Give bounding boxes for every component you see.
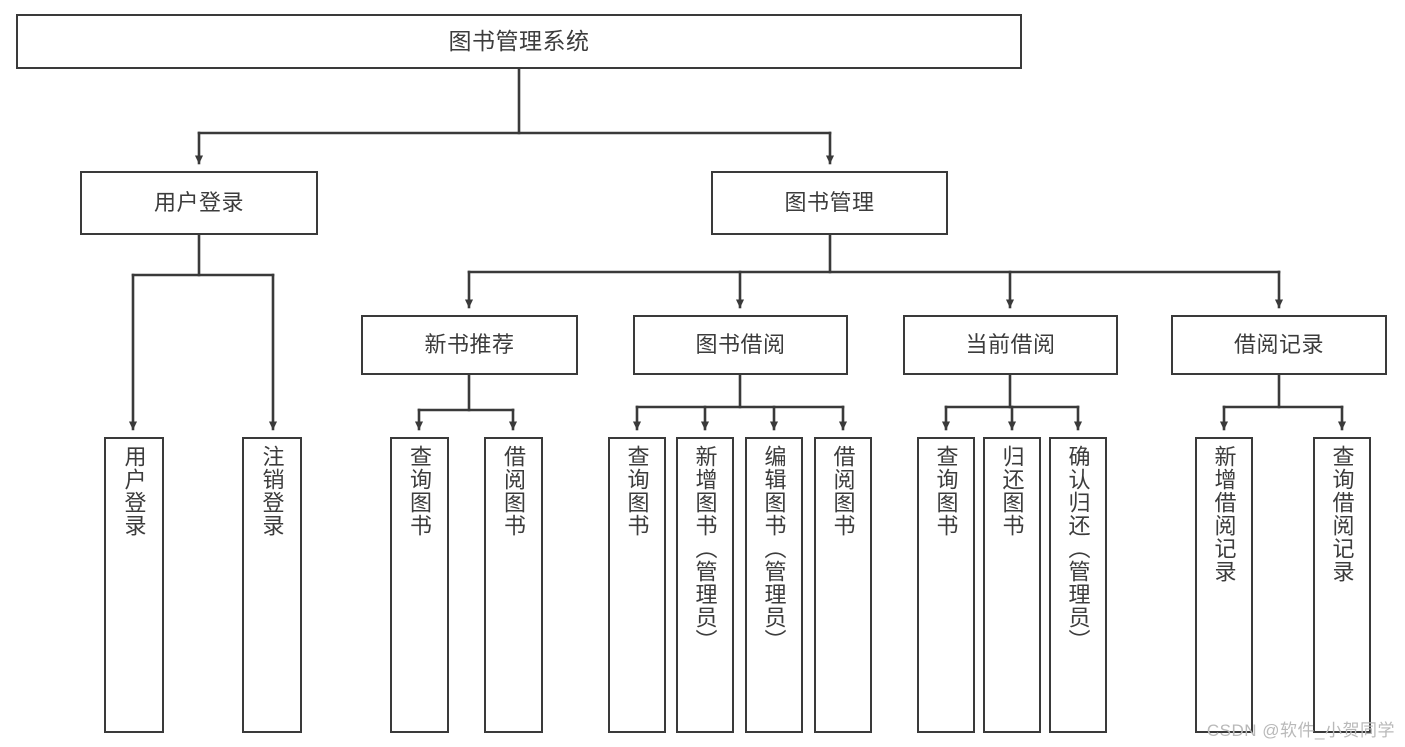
node-book-borrow[interactable]: 图书借阅 xyxy=(633,315,848,375)
node-new-book-recommend-label: 新书推荐 xyxy=(424,332,515,358)
node-leaf-query-book-rec-label: 查询图书 xyxy=(407,445,433,537)
node-leaf-borrow-book-label: 借阅图书 xyxy=(830,445,856,537)
node-leaf-query-book-borrow[interactable]: 查询图书 xyxy=(608,437,666,733)
node-leaf-user-logout-label: 注销登录 xyxy=(259,445,285,537)
node-leaf-query-record[interactable]: 查询借阅记录 xyxy=(1313,437,1371,733)
node-leaf-add-record[interactable]: 新增借阅记录 xyxy=(1195,437,1253,733)
node-root[interactable]: 图书管理系统 xyxy=(16,14,1022,69)
node-new-book-recommend[interactable]: 新书推荐 xyxy=(361,315,578,375)
node-user-login[interactable]: 用户登录 xyxy=(80,171,318,235)
node-leaf-add-book[interactable]: 新增图书（管理员） xyxy=(676,437,734,733)
node-borrow-record[interactable]: 借阅记录 xyxy=(1171,315,1387,375)
node-leaf-query-book-cur-label: 查询图书 xyxy=(933,445,959,537)
node-leaf-user-logout[interactable]: 注销登录 xyxy=(242,437,302,733)
node-leaf-return-book-label: 归还图书 xyxy=(999,445,1025,537)
node-current-borrow-label: 当前借阅 xyxy=(965,332,1056,358)
node-book-manage[interactable]: 图书管理 xyxy=(711,171,948,235)
node-leaf-borrow-book-rec-label: 借阅图书 xyxy=(501,445,527,537)
node-leaf-confirm-return-label: 确认归还（管理员） xyxy=(1065,445,1091,652)
node-leaf-add-book-label: 新增图书（管理员） xyxy=(692,445,718,652)
csdn-watermark: CSDN @软件_小贺同学 xyxy=(1206,721,1395,740)
node-user-login-label: 用户登录 xyxy=(153,190,244,216)
node-leaf-user-login-label: 用户登录 xyxy=(121,445,147,537)
node-leaf-edit-book-label: 编辑图书（管理员） xyxy=(761,445,787,652)
node-leaf-query-book-cur[interactable]: 查询图书 xyxy=(917,437,975,733)
node-leaf-borrow-book[interactable]: 借阅图书 xyxy=(814,437,872,733)
node-leaf-confirm-return[interactable]: 确认归还（管理员） xyxy=(1049,437,1107,733)
node-leaf-query-record-label: 查询借阅记录 xyxy=(1329,445,1355,583)
node-leaf-edit-book[interactable]: 编辑图书（管理员） xyxy=(745,437,803,733)
node-current-borrow[interactable]: 当前借阅 xyxy=(903,315,1118,375)
node-book-manage-label: 图书管理 xyxy=(784,190,875,216)
node-leaf-borrow-book-rec[interactable]: 借阅图书 xyxy=(484,437,543,733)
node-borrow-record-label: 借阅记录 xyxy=(1233,332,1324,358)
node-leaf-add-record-label: 新增借阅记录 xyxy=(1211,445,1237,583)
node-leaf-return-book[interactable]: 归还图书 xyxy=(983,437,1041,733)
node-leaf-query-book-rec[interactable]: 查询图书 xyxy=(390,437,449,733)
node-leaf-user-login[interactable]: 用户登录 xyxy=(104,437,164,733)
node-book-borrow-label: 图书借阅 xyxy=(695,332,786,358)
node-root-label: 图书管理系统 xyxy=(448,27,590,54)
node-leaf-query-book-borrow-label: 查询图书 xyxy=(624,445,650,537)
